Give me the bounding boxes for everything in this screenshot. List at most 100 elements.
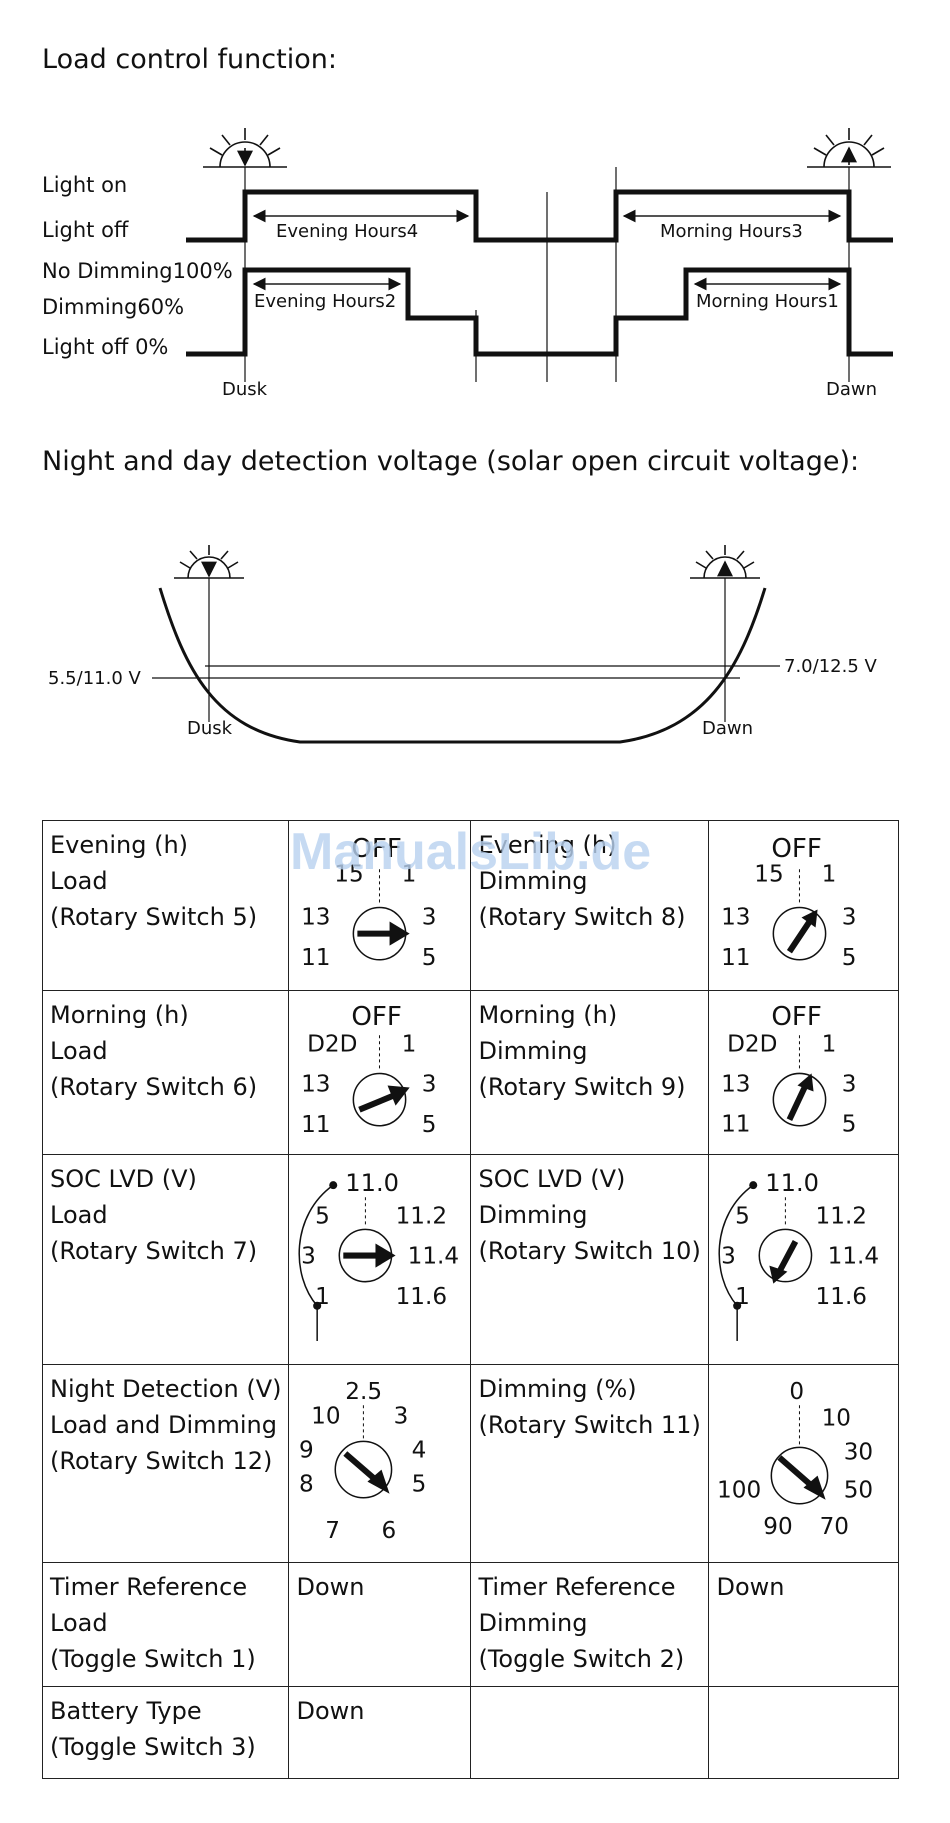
- switch-settings-table: Evening (h) Load (Rotary Switch 5) OFF 1…: [41, 820, 900, 1780]
- label-dusk: Dusk: [222, 379, 268, 400]
- svg-text:13: 13: [302, 905, 331, 931]
- label-right-voltage: 7.0/12.5 V: [784, 656, 877, 677]
- svg-text:3: 3: [394, 1403, 409, 1429]
- svg-text:11: 11: [302, 945, 331, 971]
- label-evening-hours4: Evening Hours4: [276, 221, 418, 242]
- svg-text:13: 13: [722, 1071, 751, 1097]
- svg-text:11.6: 11.6: [816, 1284, 867, 1310]
- label-dawn: Dawn: [826, 379, 877, 400]
- sunset-icon-2: [174, 545, 244, 579]
- svg-text:10: 10: [312, 1403, 341, 1429]
- voltage-diagram: 5.5/11.0 V 7.0/12.5 V Dusk Dawn: [48, 545, 877, 744]
- table-row: Battery Type (Toggle Switch 3) Down: [41, 1686, 900, 1780]
- dial-evening-dimming: OFF 15 1 13 3 11 5: [708, 820, 900, 991]
- svg-text:11.4: 11.4: [828, 1243, 879, 1269]
- load-control-diagram: Light on Light off No Dimming100% Dimmin…: [42, 128, 893, 400]
- dimming-waveform: [186, 267, 893, 357]
- night-day-heading: Night and day detection voltage (solar o…: [42, 446, 860, 477]
- svg-text:0: 0: [790, 1379, 805, 1405]
- svg-text:3: 3: [842, 905, 857, 931]
- sunrise-icon: [807, 128, 891, 168]
- svg-text:70: 70: [820, 1514, 849, 1540]
- label-evening-hours2: Evening Hours2: [254, 291, 396, 312]
- svg-text:5: 5: [736, 1203, 751, 1229]
- load-waveform: [186, 189, 893, 243]
- table-row: Timer Reference Load (Toggle Switch 1) D…: [41, 1562, 900, 1688]
- svg-text:11.2: 11.2: [396, 1203, 447, 1229]
- svg-text:11.2: 11.2: [816, 1203, 867, 1229]
- dial-soc-load: 11.0 5 11.2 3 11.4 1 11.6: [288, 1153, 472, 1365]
- dial-morning-dimming: OFF D2D 1 13 3 11 5: [708, 989, 900, 1155]
- svg-text:5: 5: [842, 1112, 857, 1138]
- label-morning-hours1: Morning Hours1: [696, 291, 839, 312]
- svg-text:OFF: OFF: [352, 834, 403, 864]
- cell-dimming-percent: Dimming (%) (Rotary Switch 11): [470, 1363, 710, 1564]
- cell-evening-dimming: Evening (h) Dimming (Rotary Switch 8): [470, 820, 710, 991]
- svg-text:6: 6: [382, 1518, 397, 1544]
- svg-text:50: 50: [844, 1478, 873, 1504]
- label-light-off-0: Light off 0%: [42, 335, 168, 359]
- svg-text:3: 3: [722, 1243, 737, 1269]
- svg-text:90: 90: [764, 1514, 793, 1540]
- svg-text:15: 15: [335, 861, 364, 887]
- table-row: Evening (h) Load (Rotary Switch 5) OFF 1…: [41, 820, 900, 991]
- svg-text:5: 5: [316, 1203, 331, 1229]
- svg-text:4: 4: [412, 1437, 427, 1463]
- value-timer-reference-load: Down: [288, 1562, 472, 1688]
- label-left-voltage: 5.5/11.0 V: [48, 668, 141, 689]
- table-row: SOC LVD (V) Load (Rotary Switch 7) 11.0 …: [41, 1153, 900, 1365]
- label-dusk-2: Dusk: [187, 718, 233, 739]
- svg-text:10: 10: [822, 1405, 851, 1431]
- cell-timer-reference-dimming: Timer Reference Dimming (Toggle Switch 2…: [470, 1562, 710, 1688]
- empty-cell: [708, 1686, 900, 1780]
- load-control-heading: Load control function:: [42, 44, 337, 75]
- sunrise-icon-2: [690, 545, 760, 579]
- dial-morning-load: OFF D2D 1 13 3 11 5: [288, 989, 472, 1155]
- svg-text:1: 1: [822, 861, 837, 887]
- voltage-curve: [158, 587, 767, 744]
- label-light-off: Light off: [42, 218, 129, 242]
- svg-text:1: 1: [402, 1031, 417, 1057]
- table-row: Night Detection (V) Load and Dimming (Ro…: [41, 1363, 900, 1564]
- label-light-on: Light on: [42, 173, 127, 197]
- cell-soc-dimming: SOC LVD (V) Dimming (Rotary Switch 10): [470, 1153, 710, 1365]
- svg-text:5: 5: [412, 1472, 427, 1498]
- svg-text:30: 30: [844, 1439, 873, 1465]
- cell-timer-reference-load: Timer Reference Load (Toggle Switch 1): [41, 1562, 290, 1688]
- label-morning-hours3: Morning Hours3: [660, 221, 803, 242]
- svg-text:OFF: OFF: [772, 1002, 823, 1032]
- table-row: Morning (h) Load (Rotary Switch 6) OFF D…: [41, 989, 900, 1155]
- svg-text:OFF: OFF: [352, 1002, 403, 1032]
- cell-battery-type: Battery Type (Toggle Switch 3): [41, 1686, 290, 1780]
- svg-text:OFF: OFF: [772, 834, 823, 864]
- dial-dimming-percent: 0 10 30 100 50 90 70: [708, 1363, 900, 1564]
- svg-text:11.6: 11.6: [396, 1284, 447, 1310]
- cell-soc-load: SOC LVD (V) Load (Rotary Switch 7): [41, 1153, 290, 1365]
- svg-text:1: 1: [402, 861, 417, 887]
- label-no-dimming: No Dimming100%: [42, 259, 233, 283]
- svg-text:3: 3: [842, 1071, 857, 1097]
- svg-text:11: 11: [722, 945, 751, 971]
- svg-text:100: 100: [718, 1478, 762, 1504]
- svg-text:11.0: 11.0: [766, 1169, 820, 1197]
- svg-text:5: 5: [422, 945, 437, 971]
- svg-text:15: 15: [755, 861, 784, 887]
- value-battery-type: Down: [288, 1686, 472, 1780]
- svg-text:11: 11: [302, 1112, 331, 1138]
- label-dawn-2: Dawn: [702, 718, 753, 739]
- value-timer-reference-dimming: Down: [708, 1562, 900, 1688]
- empty-cell: [470, 1686, 710, 1780]
- cell-evening-load: Evening (h) Load (Rotary Switch 5): [41, 820, 290, 991]
- svg-text:1: 1: [822, 1031, 837, 1057]
- svg-text:3: 3: [422, 905, 437, 931]
- sunset-icon: [203, 128, 287, 168]
- svg-text:2.5: 2.5: [346, 1379, 383, 1405]
- svg-text:9: 9: [300, 1437, 315, 1463]
- svg-text:11.0: 11.0: [346, 1169, 400, 1197]
- svg-text:3: 3: [302, 1243, 317, 1269]
- svg-text:11.4: 11.4: [408, 1243, 459, 1269]
- svg-text:7: 7: [326, 1518, 341, 1544]
- cell-morning-dimming: Morning (h) Dimming (Rotary Switch 9): [470, 989, 710, 1155]
- svg-text:13: 13: [722, 905, 751, 931]
- svg-text:5: 5: [422, 1112, 437, 1138]
